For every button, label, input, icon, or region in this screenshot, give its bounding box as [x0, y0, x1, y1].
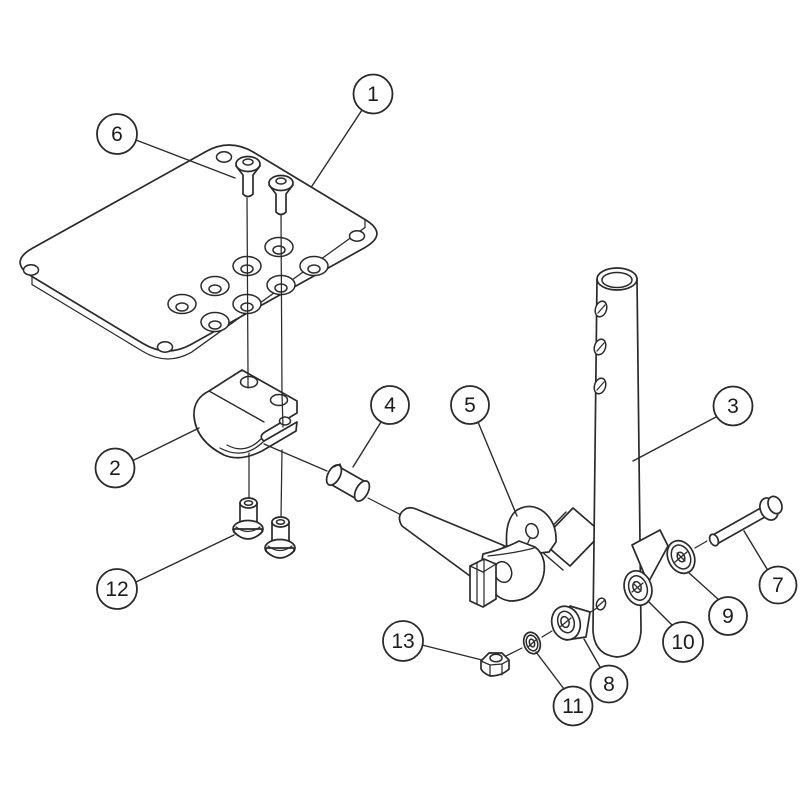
leader-line [311, 109, 363, 187]
callout-12: 12 [96, 534, 235, 610]
axis-line [263, 443, 328, 472]
alignment-line [280, 214, 283, 397]
cam-spacer-left [550, 605, 598, 641]
callout-7: 7 [743, 530, 798, 605]
flat-head-screw [235, 155, 261, 198]
hex-nut [480, 647, 523, 677]
plate-thickness-edge [31, 218, 366, 360]
callout-number: 10 [671, 631, 694, 654]
leader-line [632, 416, 717, 462]
leader-line [583, 638, 601, 668]
corner-hole [22, 264, 40, 276]
callout-number: 13 [391, 630, 414, 653]
callout-13: 13 [382, 620, 483, 662]
callout-number: 11 [562, 695, 584, 718]
leader-line [421, 644, 483, 661]
leader-line [535, 651, 565, 690]
callout-8: 8 [583, 638, 629, 704]
callout-number: 3 [727, 395, 739, 418]
cam-spacer-right [623, 529, 669, 607]
shoulder-screw [264, 516, 296, 559]
corner-hole [348, 230, 366, 242]
axis-line [505, 647, 523, 657]
hanger-tube [592, 267, 642, 658]
callout-3: 3 [632, 385, 754, 462]
leader-line [687, 571, 720, 601]
callout-number: 1 [367, 83, 379, 106]
callout-9: 9 [687, 571, 748, 636]
flat-washer-large [666, 539, 696, 575]
leader-line [743, 530, 768, 570]
callout-number: 5 [464, 394, 476, 417]
shoulder-screws [232, 497, 296, 559]
flat-head-screws [235, 155, 294, 397]
leader-line [135, 139, 236, 179]
callout-number: 12 [105, 578, 128, 601]
callout-2: 2 [94, 427, 200, 489]
callout-10: 10 [647, 600, 704, 663]
arm-and-pivot-bracket [398, 505, 557, 608]
clamp-top-hole [239, 375, 259, 389]
callout-number: 8 [603, 673, 615, 696]
shoulder-screw [232, 497, 264, 540]
tube-adjustment-holes [593, 300, 608, 395]
leader-line [647, 600, 674, 627]
leader-line [477, 421, 518, 517]
callouts: 1 2 3 4 5 6 7 [94, 73, 798, 727]
leader-line [131, 427, 200, 462]
callout-1: 1 [311, 73, 394, 187]
corner-hole [215, 151, 233, 163]
callout-number: 2 [109, 457, 121, 480]
clamp-top-hole [269, 393, 289, 407]
flat-washer-small [522, 630, 553, 655]
callout-number: 6 [111, 123, 123, 146]
callout-11: 11 [535, 651, 594, 727]
alignment-line [246, 197, 249, 375]
callout-6: 6 [96, 113, 236, 179]
leader-line [352, 421, 382, 468]
callout-4: 4 [352, 385, 410, 468]
clamp-block [193, 369, 298, 519]
callout-number: 7 [772, 574, 784, 597]
callout-number: 9 [722, 605, 734, 628]
corner-hole [156, 341, 174, 353]
axis-line [694, 540, 708, 549]
mounting-plate [19, 144, 378, 360]
pivot-bolt [694, 495, 783, 549]
flat-head-screw [268, 174, 294, 216]
clamp-slot-hole [278, 416, 292, 426]
callout-5: 5 [450, 385, 518, 517]
leader-line [135, 534, 235, 583]
arm-tube [398, 506, 506, 577]
callout-number: 4 [384, 394, 396, 417]
axis-line [541, 630, 553, 638]
spacer-bushing [325, 463, 371, 502]
